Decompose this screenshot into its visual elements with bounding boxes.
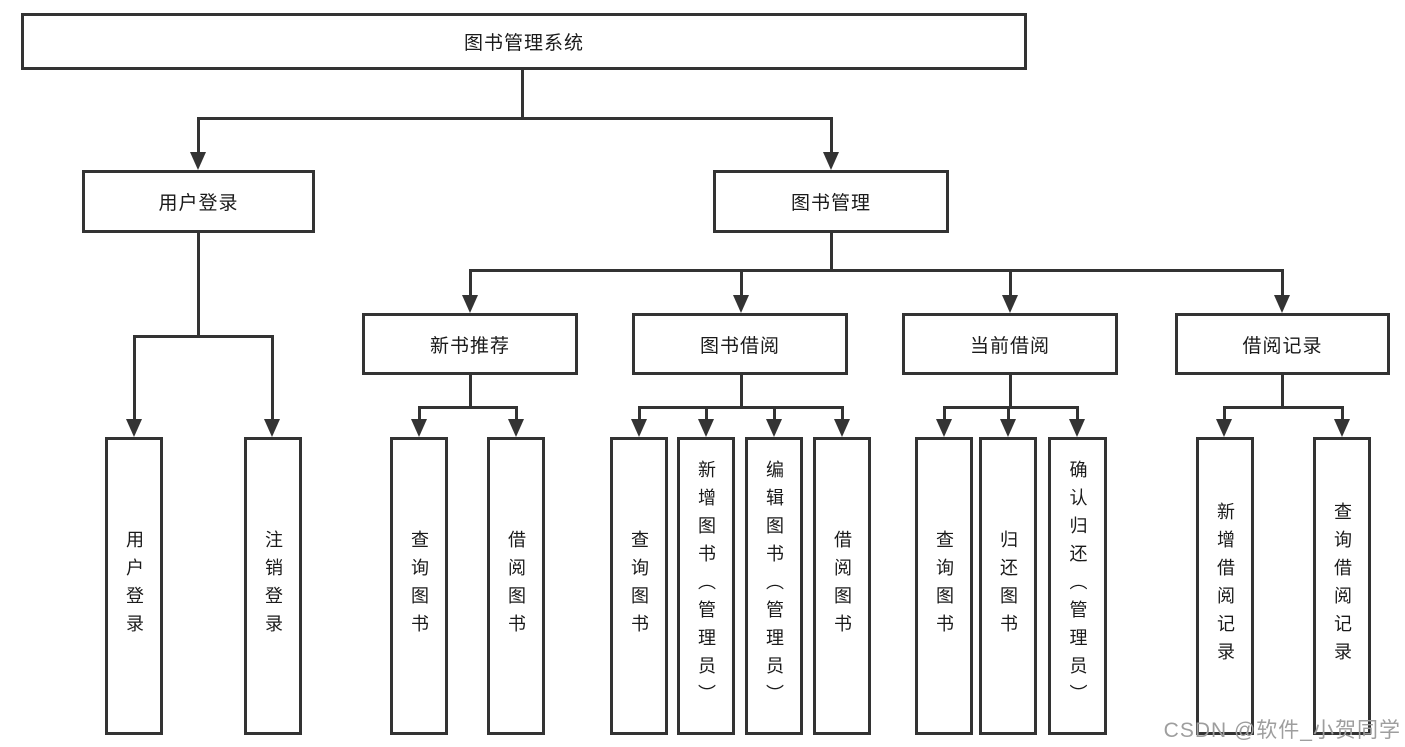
leaf-logout: 注销登录 [244, 437, 302, 735]
leaf-edit-books-admin-label: 编辑图书（管理员） [764, 460, 784, 712]
node-root: 图书管理系统 [21, 13, 1027, 70]
connector-line [830, 231, 833, 272]
node-borrow-record: 借阅记录 [1175, 313, 1390, 375]
arrow-down-icon [766, 419, 782, 437]
arrow-down-icon [1002, 295, 1018, 313]
connector-line [1341, 406, 1344, 422]
node-new-book-recommend-label: 新书推荐 [429, 335, 510, 357]
connector-line [1281, 269, 1284, 298]
arrow-down-icon [1069, 419, 1085, 437]
connector-line [197, 117, 833, 120]
node-book-management: 图书管理 [713, 170, 949, 233]
arrow-down-icon [462, 295, 478, 313]
node-book-borrow-label: 图书借阅 [699, 335, 780, 357]
connector-line [773, 406, 776, 422]
leaf-return-books: 归还图书 [979, 437, 1037, 735]
leaf-confirm-return-admin-label: 确认归还（管理员） [1067, 460, 1088, 712]
leaf-query-books-1-label: 查询图书 [409, 530, 429, 642]
connector-line [1076, 406, 1079, 422]
arrow-down-icon [834, 419, 850, 437]
arrow-down-icon [126, 419, 142, 437]
connector-line [197, 231, 200, 337]
connector-line [418, 406, 518, 409]
arrow-down-icon [508, 419, 524, 437]
node-book-borrow: 图书借阅 [632, 313, 848, 375]
connector-line [469, 373, 472, 409]
leaf-query-books-3: 查询图书 [915, 437, 973, 735]
leaf-query-borrow-record: 查询借阅记录 [1313, 437, 1371, 735]
arrow-down-icon [411, 419, 427, 437]
connector-line [1223, 406, 1226, 422]
connector-line [638, 406, 641, 422]
connector-line [830, 117, 833, 153]
leaf-user-login-label: 用户登录 [124, 530, 144, 642]
node-new-book-recommend: 新书推荐 [362, 313, 578, 375]
connector-line [740, 373, 743, 409]
arrow-down-icon [631, 419, 647, 437]
leaf-return-books-label: 归还图书 [998, 530, 1018, 642]
connector-line [271, 335, 274, 421]
leaf-logout-label: 注销登录 [263, 530, 283, 642]
leaf-borrow-books-2: 借阅图书 [813, 437, 871, 735]
leaf-borrow-books-2-label: 借阅图书 [832, 530, 852, 642]
connector-line [943, 406, 1079, 409]
connector-line [841, 406, 844, 422]
leaf-edit-books-admin: 编辑图书（管理员） [745, 437, 803, 735]
node-book-management-label: 图书管理 [790, 193, 871, 214]
leaf-query-books-2: 查询图书 [610, 437, 668, 735]
leaf-add-borrow-record: 新增借阅记录 [1196, 437, 1254, 735]
arrow-down-icon [733, 295, 749, 313]
connector-line [740, 269, 743, 298]
connector-line [469, 269, 1283, 272]
leaf-query-borrow-record-label: 查询借阅记录 [1332, 502, 1352, 670]
arrow-down-icon [190, 152, 206, 170]
node-borrow-record-label: 借阅记录 [1242, 335, 1323, 357]
connector-line [469, 269, 472, 298]
connector-line [1009, 269, 1012, 298]
arrow-down-icon [823, 152, 839, 170]
connector-line [1007, 406, 1010, 422]
node-user-login-label: 用户登录 [158, 193, 239, 214]
node-root-label: 图书管理系统 [463, 33, 584, 54]
leaf-query-books-1: 查询图书 [390, 437, 448, 735]
connector-line [418, 406, 421, 422]
connector-line [1281, 373, 1284, 409]
arrow-down-icon [1216, 419, 1232, 437]
leaf-user-login: 用户登录 [105, 437, 163, 735]
arrow-down-icon [1000, 419, 1016, 437]
connector-line [197, 117, 200, 153]
leaf-borrow-books-1-label: 借阅图书 [506, 530, 526, 642]
leaf-add-borrow-record-label: 新增借阅记录 [1215, 502, 1235, 670]
connector-line [1223, 406, 1344, 409]
connector-line [705, 406, 708, 422]
node-current-borrow: 当前借阅 [902, 313, 1118, 375]
arrow-down-icon [936, 419, 952, 437]
leaf-query-books-3-label: 查询图书 [934, 530, 954, 642]
connector-line [133, 335, 274, 338]
connector-line [943, 406, 946, 422]
node-current-borrow-label: 当前借阅 [969, 335, 1050, 357]
arrow-down-icon [1274, 295, 1290, 313]
connector-line [133, 335, 136, 421]
arrow-down-icon [264, 419, 280, 437]
leaf-confirm-return-admin: 确认归还（管理员） [1048, 437, 1107, 735]
connector-line [1009, 373, 1012, 409]
leaf-add-books-admin-label: 新增图书（管理员） [696, 460, 716, 712]
node-user-login: 用户登录 [82, 170, 315, 233]
leaf-add-books-admin: 新增图书（管理员） [677, 437, 735, 735]
arrow-down-icon [698, 419, 714, 437]
connector-line [515, 406, 518, 422]
arrow-down-icon [1334, 419, 1350, 437]
connector-line [638, 406, 844, 409]
connector-line [521, 68, 524, 118]
leaf-query-books-2-label: 查询图书 [629, 530, 649, 642]
leaf-borrow-books-1: 借阅图书 [487, 437, 545, 735]
watermark: CSDN @软件_小贺同学 [1163, 719, 1401, 742]
